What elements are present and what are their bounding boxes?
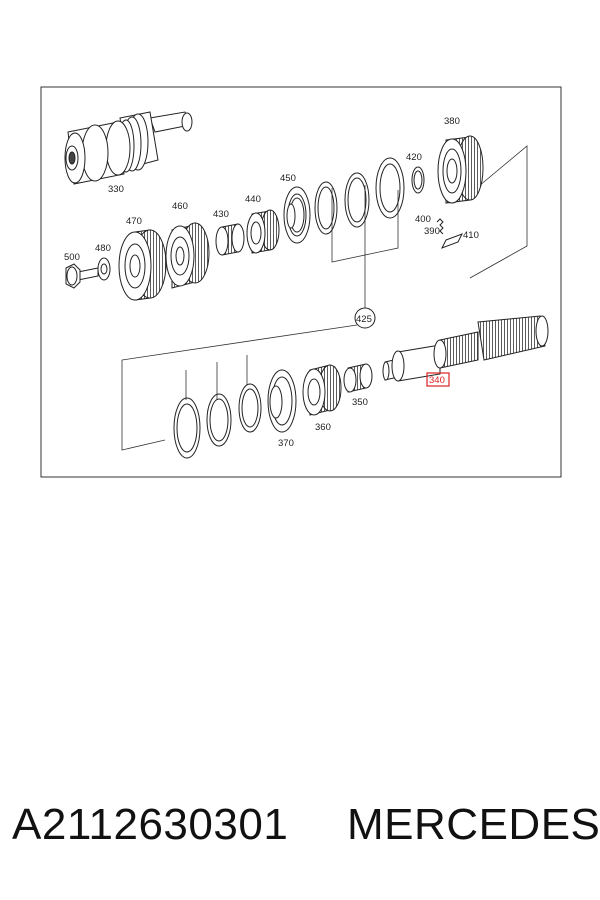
label-460: 460	[172, 201, 188, 212]
part-lower-synchro-rings	[173, 383, 262, 459]
label-370: 370	[278, 438, 294, 449]
label-470: 470	[126, 216, 142, 227]
label-390: 390	[424, 226, 440, 237]
label-430: 430	[213, 209, 229, 220]
part-340-main-shaft	[382, 315, 549, 382]
label-480: 480	[95, 243, 111, 254]
part-420-ring	[411, 166, 425, 194]
group-bracket-upper	[121, 145, 528, 451]
part-500-bolt	[65, 263, 99, 289]
part-440-gear	[246, 209, 280, 254]
label-350: 350	[352, 397, 368, 408]
part-330-input-shaft-assembly	[64, 111, 193, 185]
part-380-gear	[437, 135, 484, 204]
part-upper-synchro-rings	[314, 157, 405, 235]
part-430-needle-bearing	[215, 223, 245, 256]
label-440: 440	[245, 194, 261, 205]
brand-name: MERCEDES	[347, 800, 600, 849]
part-480-washer	[97, 257, 111, 281]
label-330: 330	[108, 184, 124, 195]
part-410-detent	[440, 233, 464, 249]
part-460-gear	[165, 222, 210, 289]
label-400: 400	[415, 214, 431, 225]
label-360: 360	[315, 422, 331, 433]
part-350-needle-bearing	[343, 363, 373, 393]
label-340-highlight-box	[426, 372, 450, 387]
part-425-callout	[354, 307, 376, 329]
part-360-gear	[302, 364, 342, 416]
label-425: 425	[356, 314, 372, 325]
caption: A2112630301 MERCEDES	[12, 800, 600, 850]
label-410: 410	[463, 230, 479, 241]
label-340: 340	[429, 375, 445, 386]
part-number: A2112630301	[12, 800, 289, 849]
label-500: 500	[64, 252, 80, 263]
part-400-spring	[436, 218, 444, 235]
label-420: 420	[406, 152, 422, 163]
part-450-synchro-ring	[283, 186, 311, 244]
label-450: 450	[280, 173, 296, 184]
label-380: 380	[444, 116, 460, 127]
part-470-gear	[118, 229, 167, 301]
part-370-synchro-ring	[267, 369, 297, 433]
